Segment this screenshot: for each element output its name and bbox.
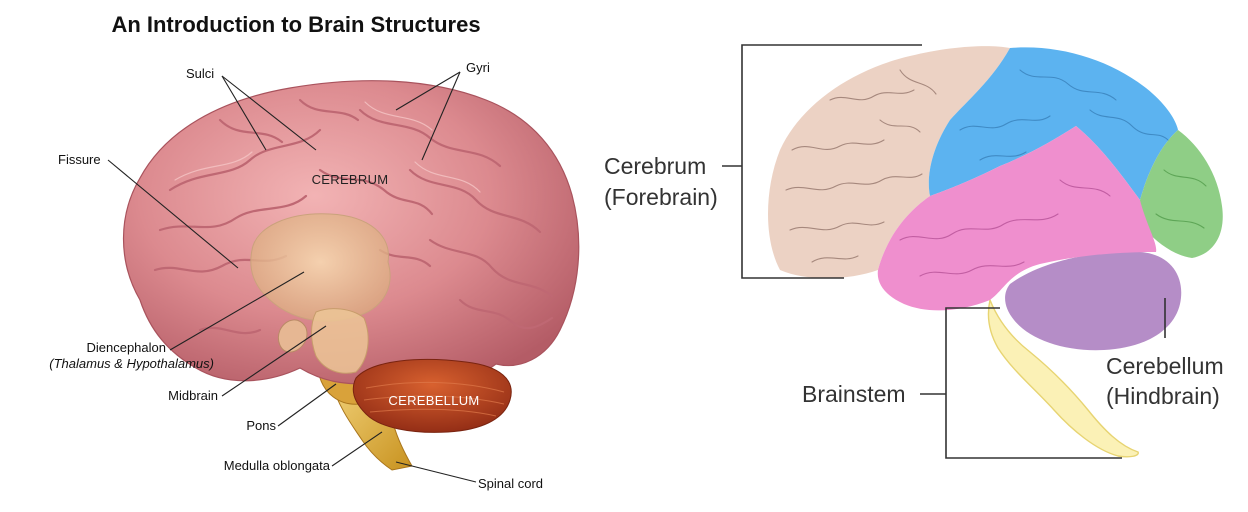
forebrain-sublabel: (Forebrain)	[604, 184, 718, 210]
spinal-cord-label: Spinal cord	[478, 476, 543, 491]
figure-title: An Introduction to Brain Structures	[111, 12, 480, 37]
frontal-lobe-shape	[768, 46, 1010, 279]
right-brackets	[722, 44, 1166, 459]
parietal-lobe-shape	[928, 47, 1178, 200]
fissure-label: Fissure	[58, 152, 101, 167]
pons-label: Pons	[246, 418, 276, 433]
temporal-lobe-shape	[877, 126, 1157, 311]
cerebrum-forebrain-label: Cerebrum	[604, 153, 706, 179]
brainstem-flat-shape	[987, 297, 1139, 458]
right-panel-flat-brain: Cerebrum (Forebrain) Brainstem Cerebellu…	[604, 44, 1224, 459]
hindbrain-sublabel: (Hindbrain)	[1106, 383, 1220, 409]
gyri-label: Gyri	[466, 60, 490, 75]
cerebrum-label: CEREBRUM	[312, 172, 389, 187]
diencephalon-label: Diencephalon	[86, 340, 166, 355]
cerebellum-label: CEREBELLUM	[388, 393, 479, 408]
medulla-label: Medulla oblongata	[224, 458, 331, 473]
diencephalon-sublabel: (Thalamus & Hypothalamus)	[49, 356, 214, 371]
midbrain-label: Midbrain	[168, 388, 218, 403]
cerebellum-hindbrain-label: Cerebellum	[1106, 353, 1224, 379]
diencephalon-shape	[250, 213, 391, 322]
sulci-label: Sulci	[186, 66, 214, 81]
left-leader-lines	[107, 71, 477, 483]
midbrain-shape	[311, 308, 369, 374]
cerebellum-flat-shape	[1005, 251, 1182, 351]
left-panel-3d-brain: An Introduction to Brain Structures	[49, 12, 580, 491]
brainstem-label: Brainstem	[802, 381, 906, 407]
sulci-pattern	[785, 69, 937, 263]
